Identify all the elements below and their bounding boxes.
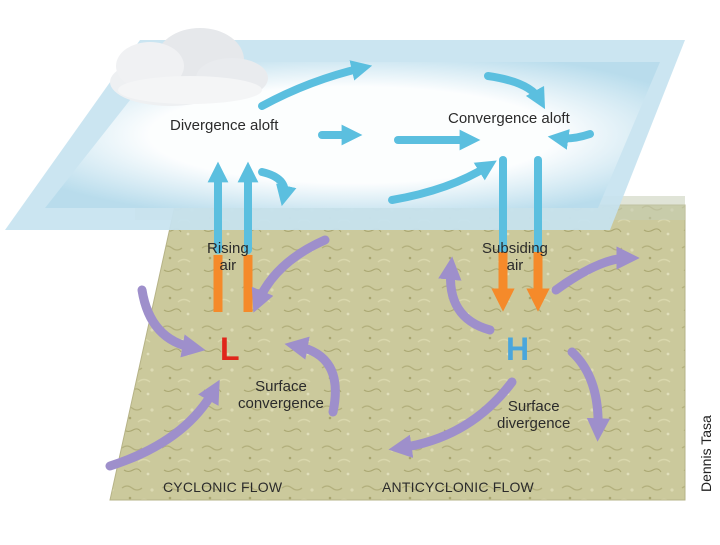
arrow-cyclonic-3 — [284, 336, 340, 417]
ground-plane — [109, 204, 686, 501]
arrow-anticyclonic-4 — [388, 377, 517, 458]
arrow-aloft-1 — [258, 60, 373, 110]
rising-air-label-line1: Rising — [207, 240, 249, 257]
arrow-anticyclonic-3 — [567, 347, 611, 442]
high-pressure-letter: H — [506, 331, 530, 367]
rising-air-label-line2: air — [219, 257, 237, 274]
surface-divergence-label-line1: Surface — [507, 398, 560, 415]
surface-convergence-label-line2: convergence — [238, 395, 324, 412]
upper-level-flow-arrows — [207, 60, 594, 254]
surface-convergence-label: Surface convergence — [238, 378, 324, 412]
subsiding-air-label-line1: Subsiding — [482, 240, 548, 257]
divergence-aloft-label: Divergence aloft — [170, 117, 279, 134]
surface-convergence-label-line1: Surface — [255, 378, 307, 395]
arrow-rising-curl — [258, 168, 297, 207]
surface-divergence-label: Surface divergence — [497, 398, 570, 432]
subsiding-air-label-line2: air — [506, 257, 524, 274]
arrow-cyclonic-1 — [137, 285, 206, 358]
arrow-aloft-6 — [388, 160, 497, 204]
convergence-aloft-label: Convergence aloft — [448, 110, 570, 127]
low-pressure-letter: L — [220, 331, 240, 367]
arrow-cyclonic-4 — [105, 379, 220, 471]
arrow-cyclonic-2 — [251, 235, 330, 313]
arrow-aloft-5 — [547, 129, 594, 150]
cloud-icon — [110, 28, 268, 106]
arrow-anticyclonic-2 — [551, 246, 640, 295]
vertical-air-arrows — [213, 252, 550, 312]
arrow-aloft-4 — [484, 72, 546, 110]
subsiding-air-label: Subsiding air — [482, 240, 548, 274]
surface-divergence-label-line2: divergence — [497, 415, 571, 432]
cyclonic-flow-caption: CYCLONIC FLOW — [163, 479, 283, 495]
surface-flow-arrows — [105, 235, 640, 471]
rising-air-label: Rising air — [207, 240, 249, 274]
anticyclonic-flow-caption: ANTICYCLONIC FLOW — [382, 479, 534, 495]
arrow-anticyclonic-1 — [438, 256, 495, 335]
photo-credit: Dennis Tasa — [698, 415, 714, 492]
